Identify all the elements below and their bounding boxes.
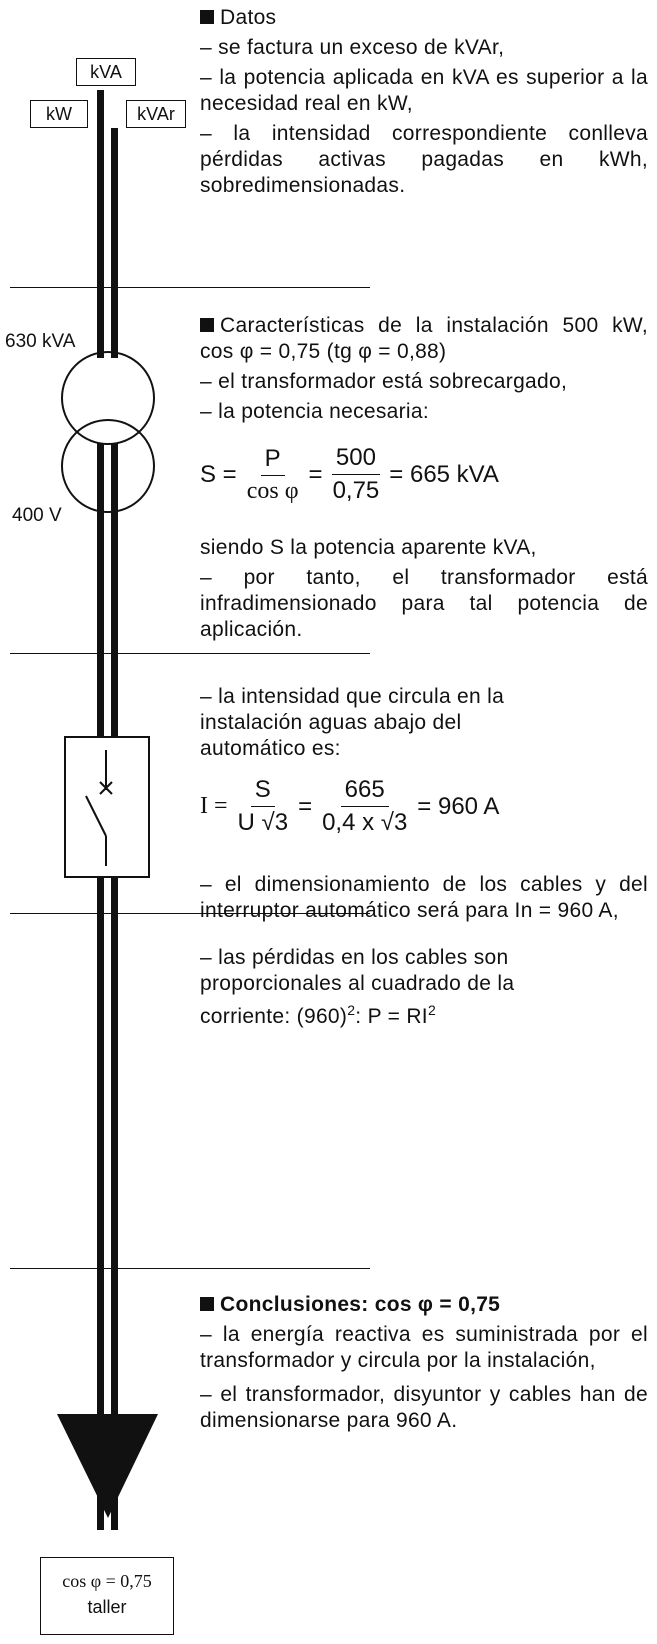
workshop-cos-label: cos φ = 0,75 (62, 1571, 152, 1591)
kvar-label-box: kVAr (126, 100, 186, 128)
bullet-square-icon (200, 1297, 214, 1311)
separator-3 (10, 913, 370, 914)
formula-fraction: P cos φ (243, 445, 303, 505)
formula-numerator: S (250, 776, 275, 807)
section-characteristics: Características de la instalación 500 kW… (200, 313, 648, 433)
section-characteristics-line: – el transformador está sobrecargado, (200, 370, 568, 393)
section-conclusions-heading: Conclusiones: cos φ = 0,75 (220, 1293, 501, 1316)
formula-fraction: 665 0,4 x √3 (318, 776, 411, 837)
section-conclusions: Conclusiones: cos φ = 0,75 – la energía … (200, 1292, 648, 1442)
kw-label-box: kW (30, 100, 88, 128)
section-data: Datos – se factura un exceso de kVAr, – … (200, 5, 648, 207)
workshop-box: cos φ = 0,75 taller (40, 1557, 174, 1635)
section-data-line: – la potencia aplicada en kVA es superio… (200, 66, 648, 115)
kva-label: kVA (90, 62, 122, 82)
section-characteristics-line: – la potencia necesaria: (200, 400, 430, 423)
section-current: – la intensidad que circula en la instal… (200, 684, 648, 770)
formula-fraction: 500 0,75 (329, 444, 384, 505)
transformer-power-label: 630 kVA (5, 331, 76, 352)
circuit-breaker-symbol (64, 736, 150, 878)
section-current-intro: – la intensidad que circula en la instal… (200, 685, 505, 760)
section-conclusions-line: – la energía reactiva es suministrada po… (200, 1323, 648, 1372)
formula-equals: = (308, 460, 323, 488)
section-losses: – las pérdidas en los cables son proporc… (200, 945, 648, 1038)
formula-result: = 960 A (417, 792, 500, 820)
formula-fraction: S U √3 (234, 776, 293, 837)
separator-1 (10, 287, 370, 288)
section-characteristics-after-line: – por tanto, el transformador está infra… (200, 566, 648, 641)
formula-denominator: 0,4 x √3 (322, 809, 408, 836)
apparent-power-formula: S = P cos φ = 500 0,75 = 665 kVA (200, 444, 499, 505)
section-characteristics-after: siendo S la potencia aparente kVA, – por… (200, 535, 648, 651)
current-formula: I = S U √3 = 665 0,4 x √3 = 960 A (200, 776, 499, 837)
section-conclusions-line: – el transformador, disyuntor y cables h… (200, 1383, 648, 1432)
separator-2 (10, 653, 370, 654)
formula-equals: = (298, 792, 313, 820)
formula-numerator: P (260, 445, 285, 476)
formula-lhs: I = (200, 793, 228, 819)
section-data-line: – la intensidad correspondiente conlleva… (200, 122, 648, 197)
section-current-after-line: – el dimensionamiento de los cables y de… (200, 873, 648, 922)
section-data-heading: Datos (220, 6, 277, 29)
kva-label-box: kVA (76, 58, 136, 86)
formula-denominator: U √3 (237, 809, 289, 836)
formula-lhs: S = (200, 460, 237, 488)
section-characteristics-heading: Características de la instalación 500 kW… (200, 314, 648, 363)
bullet-square-icon (200, 318, 214, 332)
transformer-symbol (61, 351, 155, 514)
kvar-label: kVAr (137, 104, 175, 124)
kw-label: kW (46, 104, 72, 124)
formula-numerator: 500 (331, 444, 380, 475)
workshop-name-label: taller (87, 1597, 127, 1617)
formula-numerator: 665 (340, 776, 389, 807)
formula-denominator: 0,75 (332, 477, 380, 504)
section-current-after: – el dimensionamiento de los cables y de… (200, 872, 648, 932)
bullet-square-icon (200, 10, 214, 24)
section-data-line: – se factura un exceso de kVAr, (200, 36, 505, 59)
transformer-voltage-label: 400 V (12, 505, 62, 526)
separator-4 (10, 1268, 370, 1269)
section-characteristics-after-line: siendo S la potencia aparente kVA, (200, 536, 537, 559)
formula-result: = 665 kVA (389, 460, 499, 488)
formula-denominator: cos φ (246, 477, 299, 504)
section-losses-line: – las pérdidas en los cables son proporc… (200, 946, 515, 1028)
